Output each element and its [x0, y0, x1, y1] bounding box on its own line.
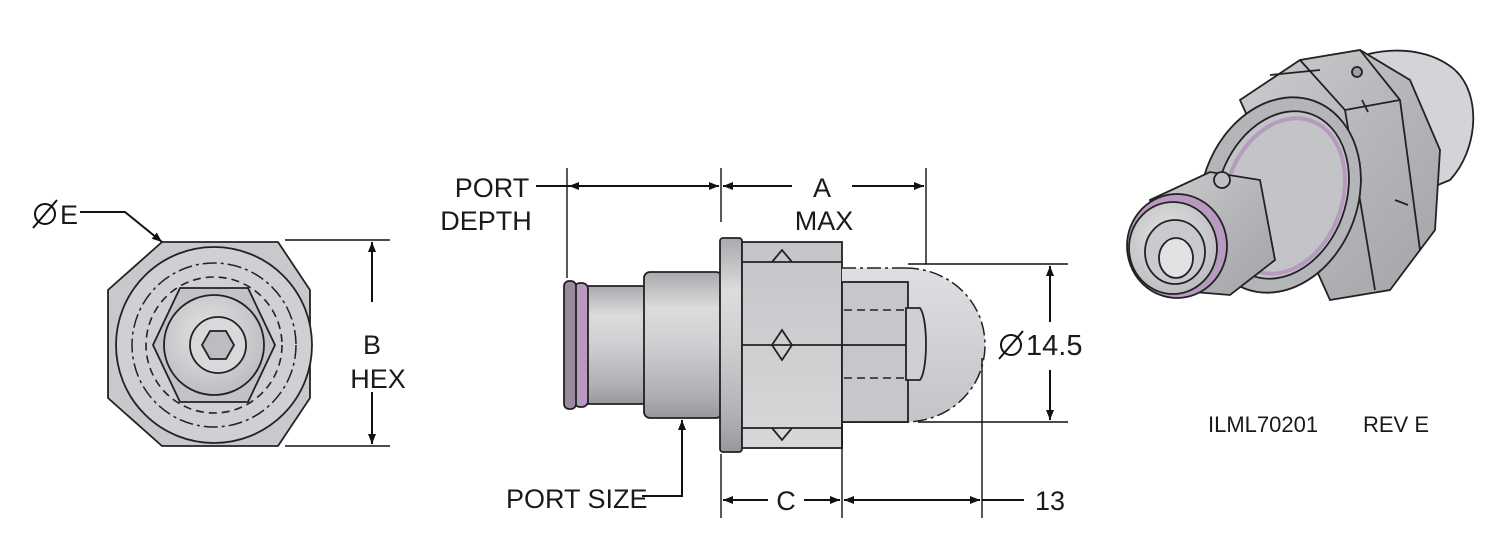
a-max-dimension: A MAX: [723, 168, 927, 264]
end-view: [107, 241, 313, 447]
hex-label: HEX: [350, 364, 406, 394]
iso-dimple-icon: [1351, 66, 1363, 78]
isometric-view: [1126, 49, 1475, 302]
max-label: MAX: [795, 206, 854, 236]
port-size-leader: [642, 420, 686, 497]
end-view-hidden-circle: [145, 276, 283, 414]
dia-e-leader: [80, 211, 163, 243]
port-depth-dimension: PORT DEPTH: [440, 168, 722, 278]
iso-nose-pin-icon: [1213, 171, 1231, 189]
dia-14-5-dimension: 14.5: [908, 263, 1082, 423]
c-dimension: C: [720, 424, 843, 518]
a-label: A: [813, 173, 831, 203]
b-hex-dimension: B HEX: [285, 239, 406, 447]
part-number: ILML70201: [1208, 412, 1318, 437]
dim-13-dimension: 13: [844, 358, 1065, 518]
end-view-phantom-circle: [131, 262, 297, 428]
diameter-symbol-icon: [34, 203, 56, 225]
end-view-socket-hex-icon: [200, 330, 236, 360]
side-body: [643, 271, 723, 419]
port-label: PORT: [455, 173, 530, 203]
port-size-callout: PORT SIZE: [506, 420, 686, 514]
b-label: B: [363, 330, 381, 360]
revision: REV E: [1363, 412, 1429, 437]
side-seal-lip: [563, 280, 577, 410]
side-view: [563, 237, 986, 453]
diameter-symbol-icon: [1000, 334, 1022, 356]
dia-e-label: E: [60, 200, 78, 230]
dia-14-5-label: 14.5: [1026, 330, 1082, 362]
side-flange: [719, 237, 743, 453]
c-label: C: [776, 486, 796, 516]
iso-front-bore: [1158, 237, 1194, 279]
dim-13-label: 13: [1035, 486, 1065, 516]
dia-e-callout: E: [32, 199, 163, 243]
title-block: ILML70201 REV E: [1208, 412, 1429, 437]
port-size-label: PORT SIZE: [506, 484, 648, 514]
depth-label: DEPTH: [440, 206, 532, 236]
